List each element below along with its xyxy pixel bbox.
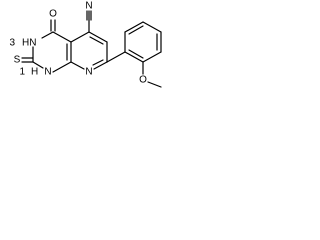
atom-n1-locant: 1: [19, 67, 25, 78]
atom-methoxy-oxygen: O: [139, 75, 147, 86]
bond-c5-c6-inner: [89, 36, 104, 45]
atom-n1: N: [44, 67, 51, 78]
bonds: [21, 10, 162, 88]
atom-oxo-oxygen: O: [49, 9, 57, 20]
atom-n3-locant: 3: [9, 38, 15, 49]
atom-n3-hn: HN: [22, 38, 36, 49]
atom-nitrile-nitrogen: N: [85, 1, 92, 12]
bond-c7-aryl: [106, 51, 126, 63]
bond-c7-n8: [93, 61, 108, 70]
bond-n8-c8a: [70, 61, 85, 70]
bond-n1-c8a: [52, 61, 72, 73]
bond-c7-n8-inner: [92, 59, 104, 66]
bond-c4-c4a: [52, 31, 72, 43]
bond-c2-n1: [32, 61, 44, 69]
bond-o-ch3: [147, 81, 162, 88]
molecule-structure: O N HN 3 H 1 N N S O: [9, 1, 162, 88]
bond-c4a-c5: [70, 31, 90, 43]
bond-ar5-ar6: [142, 51, 162, 63]
atom-n8: N: [85, 67, 92, 78]
bond-ar6-ar1-inner: [128, 49, 144, 59]
bond-ar3-ar4: [142, 21, 162, 33]
bond-ar2-ar3: [124, 21, 144, 33]
bond-ar2-ar3-inner: [128, 25, 144, 35]
bond-ar6-ar1: [124, 51, 144, 63]
bond-c4-n3: [41, 31, 54, 39]
atom-thione-sulfur: S: [14, 55, 21, 66]
atom-labels: O N HN 3 H 1 N N S O: [9, 1, 147, 86]
bond-c5-c6: [88, 31, 108, 43]
atom-n1-h: H: [31, 67, 38, 78]
